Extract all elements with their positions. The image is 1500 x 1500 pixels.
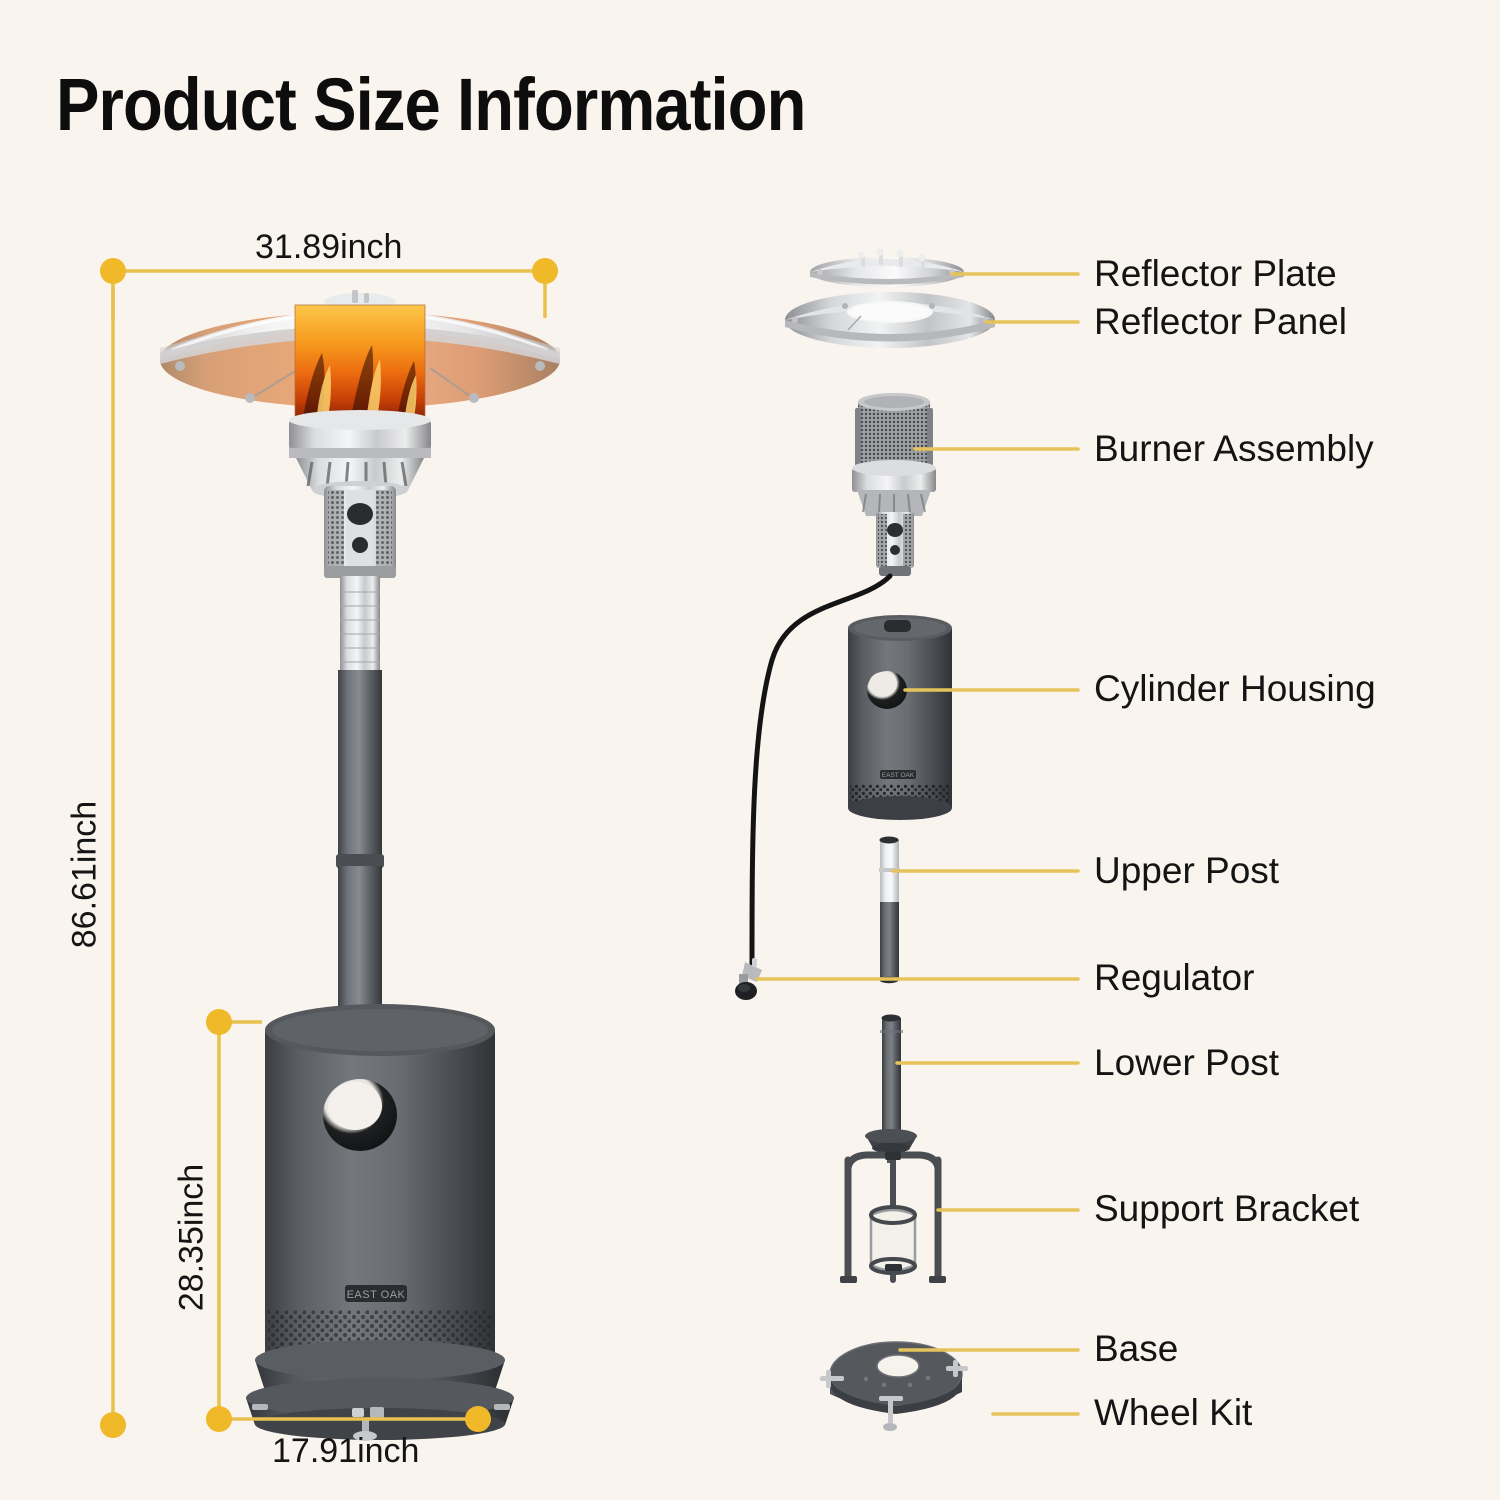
part-burner-assembly xyxy=(852,393,936,576)
part-label-upper-post: Upper Post xyxy=(1094,850,1280,891)
center-pole-assembled xyxy=(336,576,384,1032)
part-label-burner-assembly: Burner Assembly xyxy=(1094,428,1374,469)
cylinder-housing-assembled: EAST OAK xyxy=(246,1004,514,1441)
part-label-cylinder-housing: Cylinder Housing xyxy=(1094,668,1376,709)
part-label-regulator: Regulator xyxy=(1094,957,1255,998)
page-title: Product Size Information xyxy=(56,63,806,146)
part-wheel-kit xyxy=(820,1360,968,1431)
dimension-label-width-top: 31.89inch xyxy=(255,228,403,266)
dimension-label-height-total: 86.61inch xyxy=(65,800,104,949)
part-label-reflector-plate: Reflector Plate xyxy=(1094,253,1337,294)
part-label-base: Base xyxy=(1094,1328,1179,1369)
flame-cylinder xyxy=(294,304,426,424)
part-label-lower-post: Lower Post xyxy=(1094,1042,1280,1083)
part-label-support-bracket: Support Bracket xyxy=(1094,1188,1360,1229)
part-regulator xyxy=(735,958,762,1000)
svg-text:EAST OAK: EAST OAK xyxy=(347,1289,406,1301)
part-upper-post xyxy=(879,836,900,984)
dimension-label-width-base: 17.91inch xyxy=(272,1432,420,1470)
part-lower-post xyxy=(865,1014,917,1163)
part-label-reflector-panel: Reflector Panel xyxy=(1094,301,1347,342)
part-label-wheel-kit: Wheel Kit xyxy=(1094,1392,1253,1433)
part-reflector-plate xyxy=(810,248,964,287)
part-base xyxy=(829,1341,963,1414)
part-support-bracket-detail xyxy=(840,1152,946,1283)
dimension-label-height-base: 28.35inch xyxy=(172,1163,211,1312)
svg-text:EAST OAK: EAST OAK xyxy=(882,772,915,779)
part-reflector-panel xyxy=(785,292,995,348)
gas-hose xyxy=(749,573,893,971)
part-cylinder-housing: EAST OAK xyxy=(848,615,952,820)
control-housing-assembled xyxy=(324,486,396,578)
